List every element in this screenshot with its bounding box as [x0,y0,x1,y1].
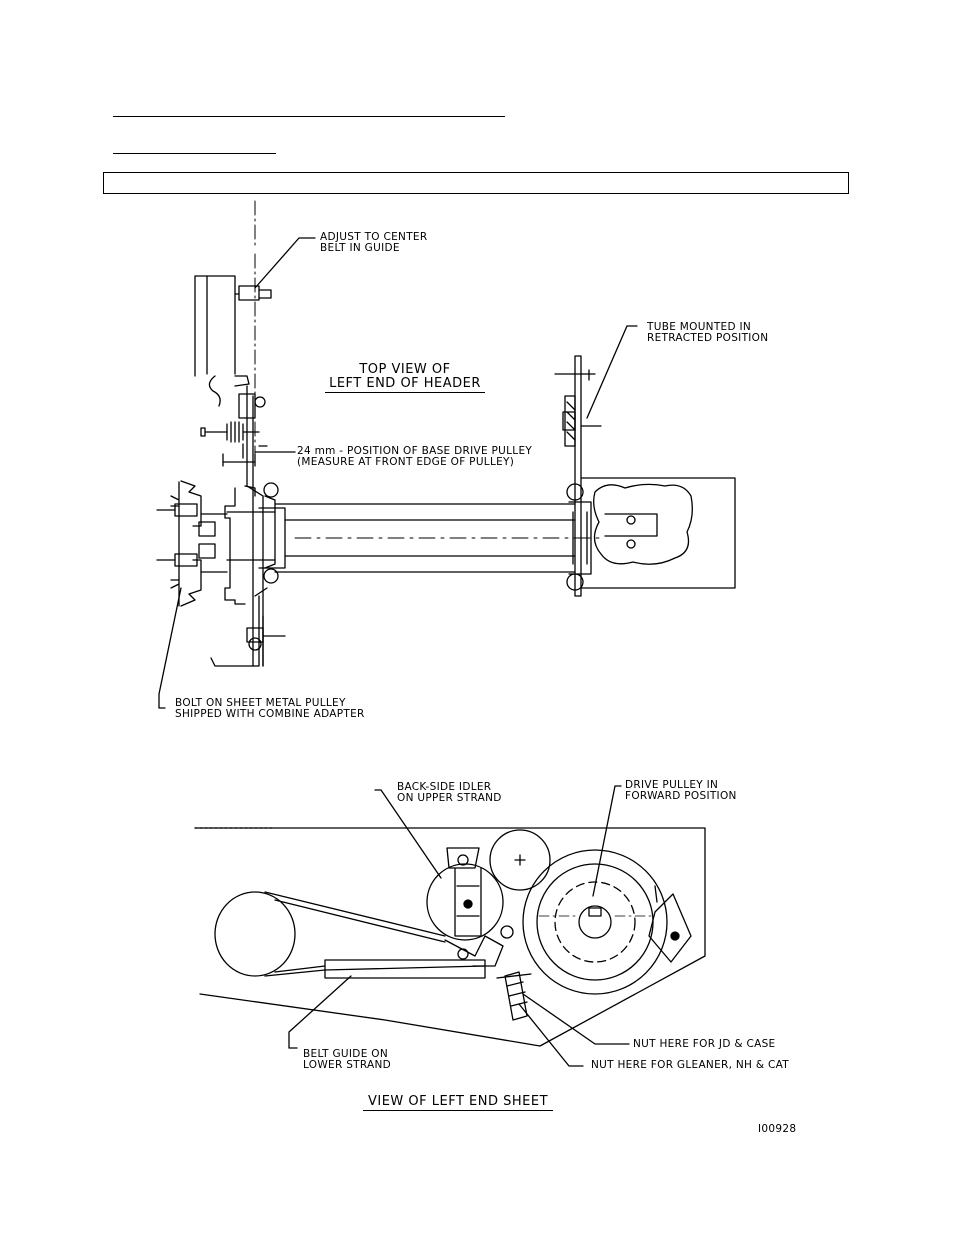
nut-jd-leader [522,993,630,1045]
nut-jd-label: NUT HERE FOR JD & CASE [633,1038,776,1050]
tube-label-line1: TUBE MOUNTED IN [647,321,752,333]
drive-shaft [274,503,576,573]
caption-box [103,172,849,194]
drive-label-line2: FORWARD POSITION [625,790,737,802]
heading-rule-short [113,153,276,154]
upper-roller [489,829,551,891]
bolt-label-line2: SHIPPED WITH COMBINE ADAPTER [175,708,365,720]
nut-gleaner-label: NUT HERE FOR GLEANER, NH & CAT [591,1059,790,1071]
adjust-leader [254,237,316,289]
tube-mount-plate [574,355,582,597]
drive-leader [592,785,622,897]
header-box [580,477,736,589]
tube-leader [586,325,638,419]
adjust-label-line2: BELT IN GUIDE [320,242,400,254]
position-label-line2: (MEASURE AT FRONT EDGE OF PULLEY) [297,456,515,468]
adjuster-spring [226,421,244,443]
position-label-line1: 24 mm - POSITION OF BASE DRIVE PULLEY [297,445,533,457]
drawing-linework [156,200,736,1067]
belt-lower [264,965,486,977]
tube-label-line2: RETRACTED POSITION [647,332,769,344]
nut-gleaner-leader [518,1003,584,1067]
figure-number: I00928 [758,1123,797,1135]
idler-label-line1: BACK-SIDE IDLER [397,781,492,793]
adjust-bolt [238,285,260,301]
guide-label-line1: BELT GUIDE ON [303,1048,388,1060]
guide-leader [288,975,352,1049]
guide-label-line2: LOWER STRAND [303,1059,392,1071]
drive-label-line1: DRIVE PULLEY IN [625,779,719,791]
bolt-label-line1: BOLT ON SHEET METAL PULLEY [175,697,346,709]
belt-upper [264,891,446,943]
bolt-leader [158,587,182,709]
side-view-title: VIEW OF LEFT END SHEET [363,1095,553,1111]
drive-pulley [522,849,668,995]
heading-rule-long [113,116,505,117]
adjuster-bolt [504,971,528,1021]
sheet-metal-pulley [180,480,202,607]
frame-tube [194,275,236,377]
idler-leader [374,789,442,879]
end-sheet-outline [194,827,706,1047]
adapter-diamond [648,893,692,963]
idler-label-line2: ON UPPER STRAND [397,792,502,804]
top-view-title-line2: LEFT END OF HEADER [325,377,485,393]
top-view-title-line1: TOP VIEW OF [359,362,451,377]
left-pulley [214,891,296,977]
drive-hub [224,487,246,605]
mechanical-drawing: ADJUST TO CENTER BELT IN GUIDE TUBE MOUN… [135,196,805,1141]
adjust-label-line1: ADJUST TO CENTER [320,231,428,243]
